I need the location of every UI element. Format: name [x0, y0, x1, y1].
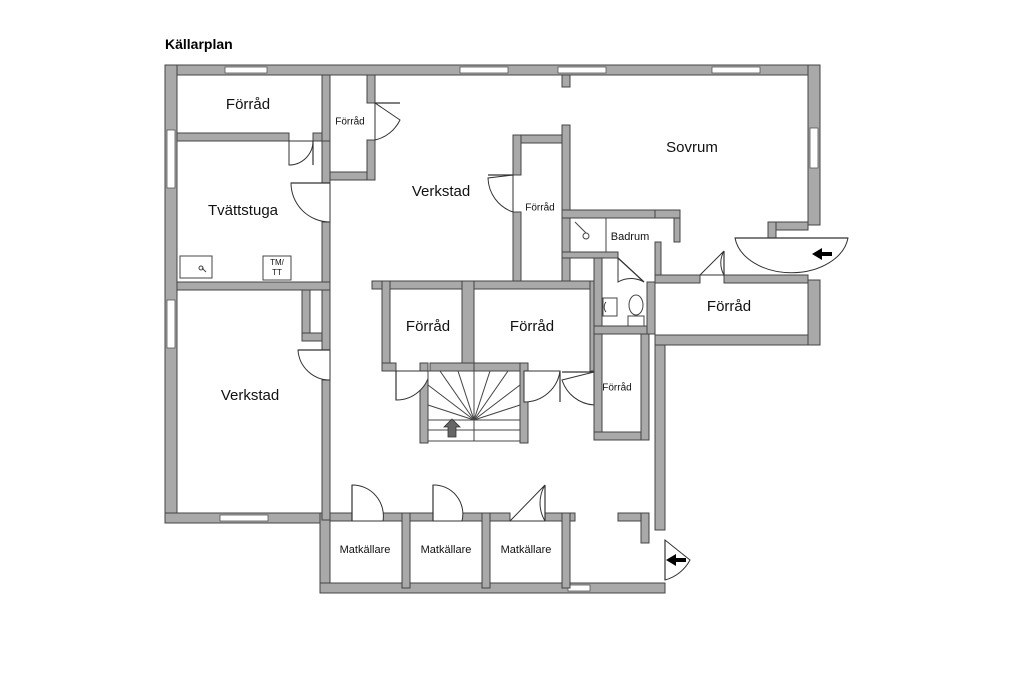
plan-title: Källarplan — [165, 36, 233, 52]
room-label-verkstad-left: Verkstad — [221, 387, 279, 404]
room-label-sovrum: Sovrum — [666, 139, 718, 156]
room-label-forrad-lower-right: Förråd — [602, 382, 631, 394]
room-label-verkstad-center: Verkstad — [412, 183, 470, 200]
washer-dryer-box — [262, 255, 292, 281]
interior-walls — [176, 74, 809, 589]
room-label-tvattstuga: Tvättstuga — [208, 202, 279, 219]
room-label-forrad-top-left: Förråd — [226, 96, 270, 113]
room-labels: Förråd Förråd Verkstad Sovrum Tvättstuga… — [208, 96, 751, 556]
room-label-matkallare-3: Matkällare — [501, 544, 552, 556]
doors — [288, 102, 849, 581]
room-label-matkallare-1: Matkällare — [340, 544, 391, 556]
entrance-arrow-icons — [666, 248, 832, 566]
sink-icon — [179, 255, 213, 279]
fixture-label-tt: TT — [272, 268, 282, 277]
room-label-badrum: Badrum — [611, 231, 650, 243]
toilet-icon — [627, 315, 645, 327]
room-label-forrad-mid-left: Förråd — [406, 318, 450, 335]
room-label-forrad-small-top: Förråd — [335, 116, 364, 128]
room-label-matkallare-2: Matkällare — [421, 544, 472, 556]
room-label-forrad-mid-right: Förråd — [510, 318, 554, 335]
washbasin-icon — [602, 297, 618, 317]
stair-up-arrow-icon — [443, 418, 461, 438]
entrance-arrow-icon — [812, 248, 832, 260]
entrance-arrow-icon — [666, 554, 686, 566]
fixtures: TM/ TT — [179, 217, 645, 327]
room-label-forrad-narrow: Förråd — [525, 202, 554, 214]
windows — [166, 66, 819, 592]
room-label-forrad-right: Förråd — [707, 298, 751, 315]
staircase — [427, 370, 521, 442]
fixture-label-tm: TM/ — [270, 258, 285, 267]
